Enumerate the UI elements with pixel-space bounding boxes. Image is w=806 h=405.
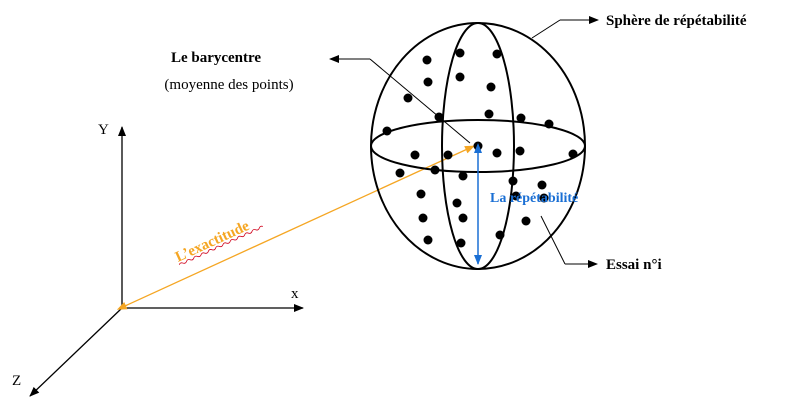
trial-point: [455, 72, 465, 82]
trial-point: [458, 171, 468, 181]
trial-point: [423, 77, 433, 87]
barycentre-subtitle: (moyenne des points): [164, 77, 293, 93]
trial-point: [456, 238, 466, 248]
trial-point: [410, 150, 420, 160]
trial-point: [544, 119, 554, 129]
trial-point: [486, 82, 496, 92]
trial-callout-line: [540, 215, 566, 265]
trial-point: [511, 191, 521, 201]
trial-point: [430, 165, 440, 175]
z-axis: [29, 307, 123, 397]
coordinate-axes: Y x Z: [12, 122, 304, 397]
trial-point: [508, 176, 518, 186]
trial-point: [382, 126, 392, 136]
sphere-meridian: [441, 22, 515, 270]
barycentre-title: Le barycentre: [171, 50, 261, 66]
trial-point: [418, 213, 428, 223]
trial-point: [492, 148, 502, 158]
z-axis-label: Z: [12, 373, 21, 389]
barycentre-point: [473, 141, 483, 151]
accuracy-underline: [178, 225, 264, 265]
y-axis-label: Y: [98, 122, 109, 138]
x-axis-label: x: [291, 286, 299, 302]
trial-point: [495, 230, 505, 240]
trial-point: [484, 109, 494, 119]
sphere-callout-line: [531, 19, 561, 39]
trial-point: [492, 49, 502, 59]
trial-point: [516, 113, 526, 123]
barycentre-callout-line: [369, 58, 471, 144]
trial-point: [458, 213, 468, 223]
trial-point: [568, 149, 578, 159]
trial-points: [382, 48, 578, 248]
trial-label: Essai n°i: [606, 257, 662, 273]
trial-point: [423, 235, 433, 245]
sphere-label: Sphère de répétabilité: [606, 13, 747, 29]
accuracy-arrow: [116, 145, 475, 310]
trial-point: [455, 48, 465, 58]
trial-point: [537, 180, 547, 190]
trial-point: [452, 198, 462, 208]
trial-point: [395, 168, 405, 178]
trial-point: [539, 193, 549, 203]
repeatability-label: La répétabilité: [490, 191, 578, 206]
trial-point: [521, 216, 531, 226]
accuracy-label: L’exactitude: [173, 218, 252, 266]
trial-point: [416, 189, 426, 199]
trial-point: [515, 146, 525, 156]
trial-point: [422, 55, 432, 65]
trial-point: [403, 93, 413, 103]
trial-point: [443, 150, 453, 160]
